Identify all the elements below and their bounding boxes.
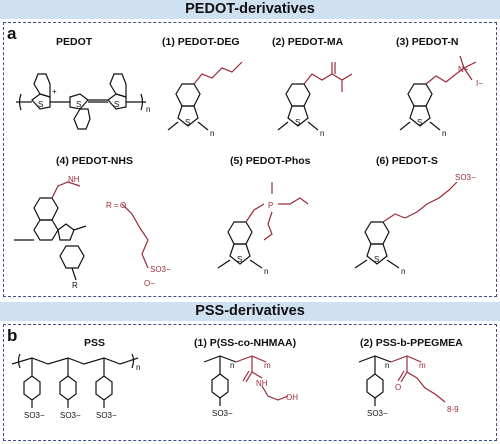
pedot-phos-structure: P S n bbox=[217, 182, 309, 276]
pedot-n-iodide: I− bbox=[476, 79, 483, 88]
pss-so3-3: SO3− bbox=[96, 411, 117, 420]
pss-so3-1: SO3− bbox=[24, 411, 45, 420]
pedot-n-structure: N+ I− S n bbox=[399, 55, 483, 138]
pedot-s-so3: SO3− bbox=[455, 173, 476, 182]
pedot-ma-s: S bbox=[295, 118, 300, 127]
pedot-n-nplus: N+ bbox=[458, 65, 469, 74]
pedot-deg-n: n bbox=[210, 129, 214, 138]
pedot-ma-n: n bbox=[320, 129, 324, 138]
pss-b-ppegmea-structure: SO3− n m O 8-9 bbox=[358, 355, 459, 418]
pedot-phos-s: S bbox=[237, 255, 242, 264]
title-pedot: PEDOT bbox=[56, 36, 93, 48]
pedot-s-s: S bbox=[374, 255, 379, 264]
pedot-deg-s: S bbox=[185, 118, 190, 127]
title-pss-b-ppegmea: (2) PSS-b-PPEGMEA bbox=[360, 337, 463, 349]
pedot-phos-n: n bbox=[264, 267, 268, 276]
pedot-deg-structure: S n bbox=[167, 61, 243, 138]
panel-label-a: a bbox=[7, 24, 17, 43]
pedot-s-structure: SO3− S n bbox=[354, 173, 476, 276]
panel-label-b: b bbox=[7, 326, 18, 345]
pedot-nhs-so3: SO3− bbox=[150, 265, 171, 274]
pss-structure: SO3− SO3− SO3− n bbox=[11, 353, 140, 420]
pedot-ma-structure: S n bbox=[277, 62, 353, 138]
ppegmea-o: O bbox=[395, 383, 401, 392]
ppegmea-so3: SO3− bbox=[367, 409, 388, 418]
pss-co-nhmaa-structure: SO3− n m NH OH bbox=[203, 355, 298, 418]
pedot-phos-p: P bbox=[268, 201, 273, 210]
panel-a bbox=[3, 22, 497, 297]
pedot-s-2: S bbox=[76, 100, 81, 109]
pss-n: n bbox=[136, 363, 140, 372]
ppegmea-rep: 8-9 bbox=[447, 405, 459, 414]
pedot-nhs-o: O bbox=[120, 201, 126, 210]
nhmaa-n: n bbox=[230, 361, 234, 370]
pedot-n: n bbox=[146, 105, 150, 114]
title-pss: PSS bbox=[84, 337, 106, 349]
pedot-nhs-req: R = bbox=[106, 201, 119, 210]
pedot-plus: + bbox=[52, 87, 57, 96]
title-pedot-nhs: (4) PEDOT-NHS bbox=[56, 155, 134, 167]
pedot-nhs-nh: NH bbox=[68, 175, 80, 184]
pedot-n-s: S bbox=[417, 118, 422, 127]
title-pedot-deg: (1) PEDOT-DEG bbox=[162, 36, 240, 48]
title-pedot-n: (3) PEDOT-N bbox=[396, 36, 459, 48]
header-pedot-derivatives: PEDOT-derivatives bbox=[0, 0, 500, 19]
title-pedot-phos: (5) PEDOT-Phos bbox=[230, 155, 311, 167]
pedot-structure: S S S + n bbox=[16, 73, 150, 130]
pedot-n-n: n bbox=[442, 129, 446, 138]
ppegmea-n: n bbox=[385, 361, 389, 370]
nhmaa-nh: NH bbox=[256, 379, 268, 388]
nhmaa-oh: OH bbox=[286, 393, 298, 402]
title-pedot-ma: (2) PEDOT-MA bbox=[272, 36, 344, 48]
pss-so3-2: SO3− bbox=[60, 411, 81, 420]
title-pss-co-nhmaa: (1) P(SS-co-NHMAA) bbox=[194, 337, 297, 349]
pedot-nhs-r: R bbox=[72, 281, 78, 290]
nhmaa-m: m bbox=[264, 361, 271, 370]
pedot-s-3: S bbox=[114, 100, 119, 109]
pedot-nhs-ominus: O− bbox=[144, 279, 155, 288]
pedot-nhs-structure: NH R R = O SO3− O− bbox=[14, 175, 171, 290]
nhmaa-so3: SO3− bbox=[212, 409, 233, 418]
pedot-s-1: S bbox=[38, 100, 43, 109]
ppegmea-m: m bbox=[419, 361, 426, 370]
header-pss-derivatives: PSS-derivatives bbox=[0, 302, 500, 321]
panel-b bbox=[3, 324, 497, 441]
title-pedot-s: (6) PEDOT-S bbox=[376, 155, 438, 167]
pedot-s-n: n bbox=[401, 267, 405, 276]
